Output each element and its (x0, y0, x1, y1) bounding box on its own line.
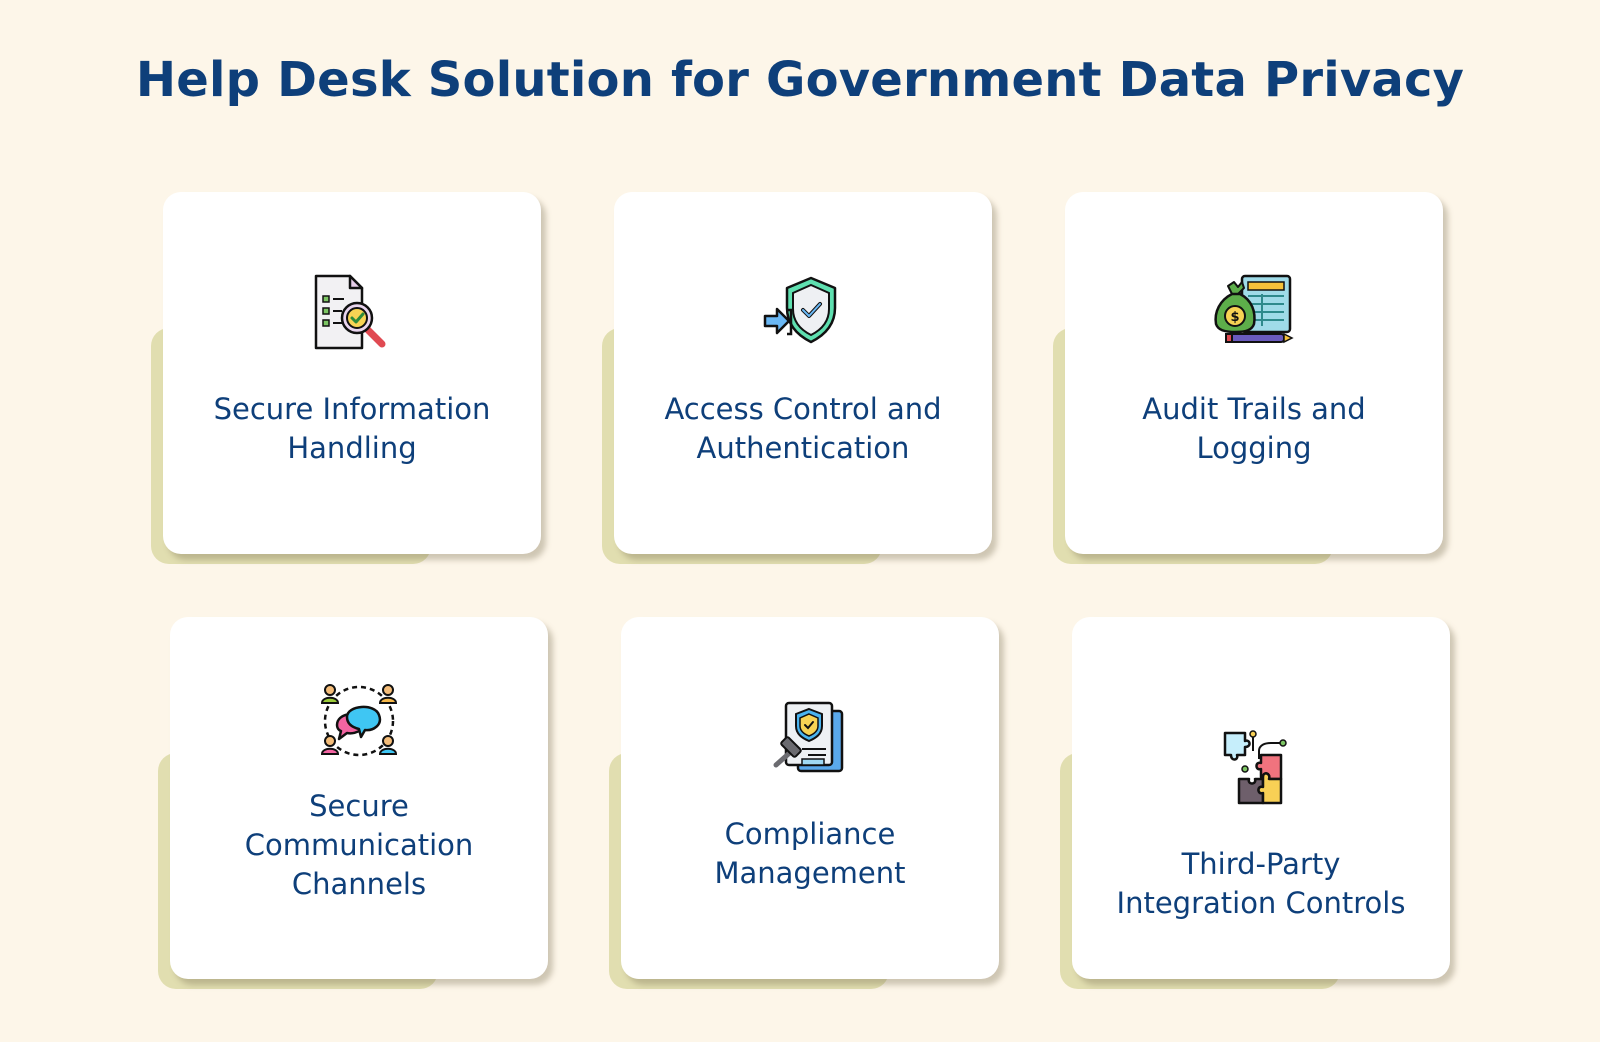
shield-login-icon (761, 272, 845, 356)
puzzle-pieces-icon (1219, 729, 1303, 813)
label-line: Management (714, 856, 906, 890)
label-line: Compliance (724, 817, 896, 851)
card-label: Compliance Management (641, 815, 979, 893)
card-label: Access Control and Authentication (634, 390, 972, 468)
card-label: Secure Information Handling (183, 390, 521, 468)
card-compliance-management: Compliance Management (609, 617, 999, 989)
card-access-control-authentication: Access Control and Authentication (602, 192, 992, 564)
card-body: Third-Party Integration Controls (1072, 617, 1450, 979)
label-line: Channels (291, 867, 427, 901)
gavel-shield-document-icon (768, 697, 852, 781)
card-label: Audit Trails and Logging (1085, 390, 1423, 468)
card-label: Secure Communication Channels (190, 787, 528, 904)
card-body: Secure Information Handling (163, 192, 541, 554)
label-line: Logging (1196, 431, 1312, 465)
card-body: Access Control and Authentication (614, 192, 992, 554)
card-third-party-integration-controls: Third-Party Integration Controls (1060, 617, 1450, 989)
card-label: Third-Party Integration Controls (1092, 845, 1430, 923)
money-bag-ledger-icon: $ (1212, 272, 1296, 356)
people-chat-network-icon (317, 679, 401, 763)
card-secure-information-handling: Secure Information Handling (151, 192, 541, 564)
label-line: Communication (244, 828, 474, 862)
document-magnifier-check-icon (310, 274, 394, 358)
label-line: Handling (287, 431, 417, 465)
label-line: Access Control and (664, 392, 942, 426)
label-line: Third-Party (1181, 847, 1341, 881)
card-body: Compliance Management (621, 617, 999, 979)
label-line: Integration Controls (1116, 886, 1406, 920)
label-line: Authentication (696, 431, 910, 465)
card-body: $ Audit Trails and Logging (1065, 192, 1443, 554)
label-line: Secure (309, 789, 409, 823)
page-title: Help Desk Solution for Government Data P… (135, 52, 1465, 108)
card-audit-trails-logging: $ Audit Trails and Logging (1053, 192, 1443, 564)
label-line: Audit Trails and (1142, 392, 1366, 426)
svg-text:$: $ (1230, 310, 1239, 325)
label-line: Secure Information (213, 392, 491, 426)
card-body: Secure Communication Channels (170, 617, 548, 979)
card-secure-communication-channels: Secure Communication Channels (158, 617, 548, 989)
